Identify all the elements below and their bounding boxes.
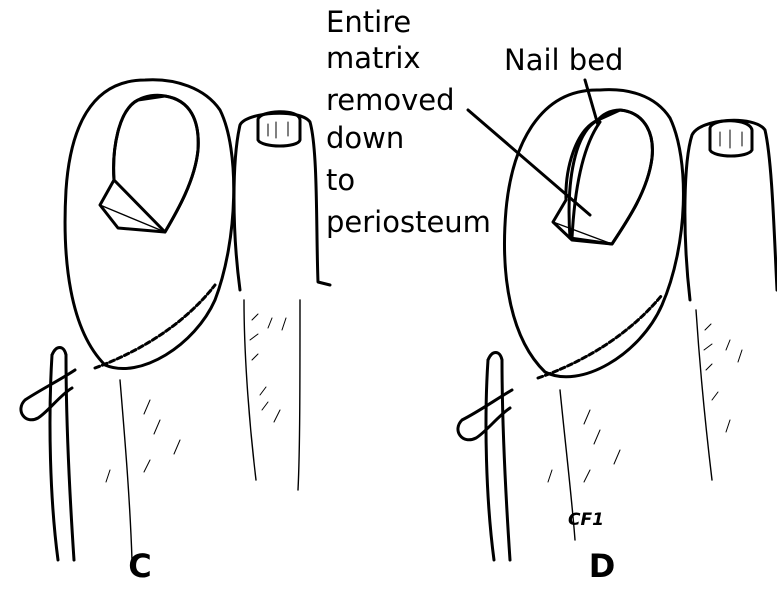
panel-c-label: C: [128, 547, 151, 585]
matrix-label-line-2: matrix: [326, 41, 421, 75]
panel-c-second-toe: [234, 112, 330, 490]
matrix-label-line-3: removed: [326, 83, 455, 117]
matrix-label-line-1: Entire: [326, 5, 411, 39]
panel-d-big-toe: [458, 90, 684, 440]
panel-d-illustration: [458, 90, 777, 560]
matrix-label-line-5: to: [326, 163, 355, 197]
panel-d-second-toe: [685, 120, 777, 480]
panel-c-big-toe: [21, 80, 234, 420]
panel-c-illustration: [21, 80, 330, 560]
nail-bed-leader-line: [585, 80, 598, 125]
panel-c-shading: [106, 400, 180, 482]
panel-d-clamp: [486, 353, 510, 561]
matrix-label-line-6: periosteum: [326, 205, 491, 239]
panel-d-label: D: [589, 547, 616, 585]
matrix-label-line-4: down: [326, 121, 404, 155]
panel-c-foot-line: [120, 380, 132, 560]
matrix-label: Entire matrix removed down to periosteum: [326, 5, 491, 239]
matrix-leader-line: [468, 110, 590, 215]
artist-signature: CF1: [568, 510, 604, 530]
panel-d-shading: [548, 410, 620, 482]
nail-bed-label: Nail bed: [504, 43, 623, 77]
